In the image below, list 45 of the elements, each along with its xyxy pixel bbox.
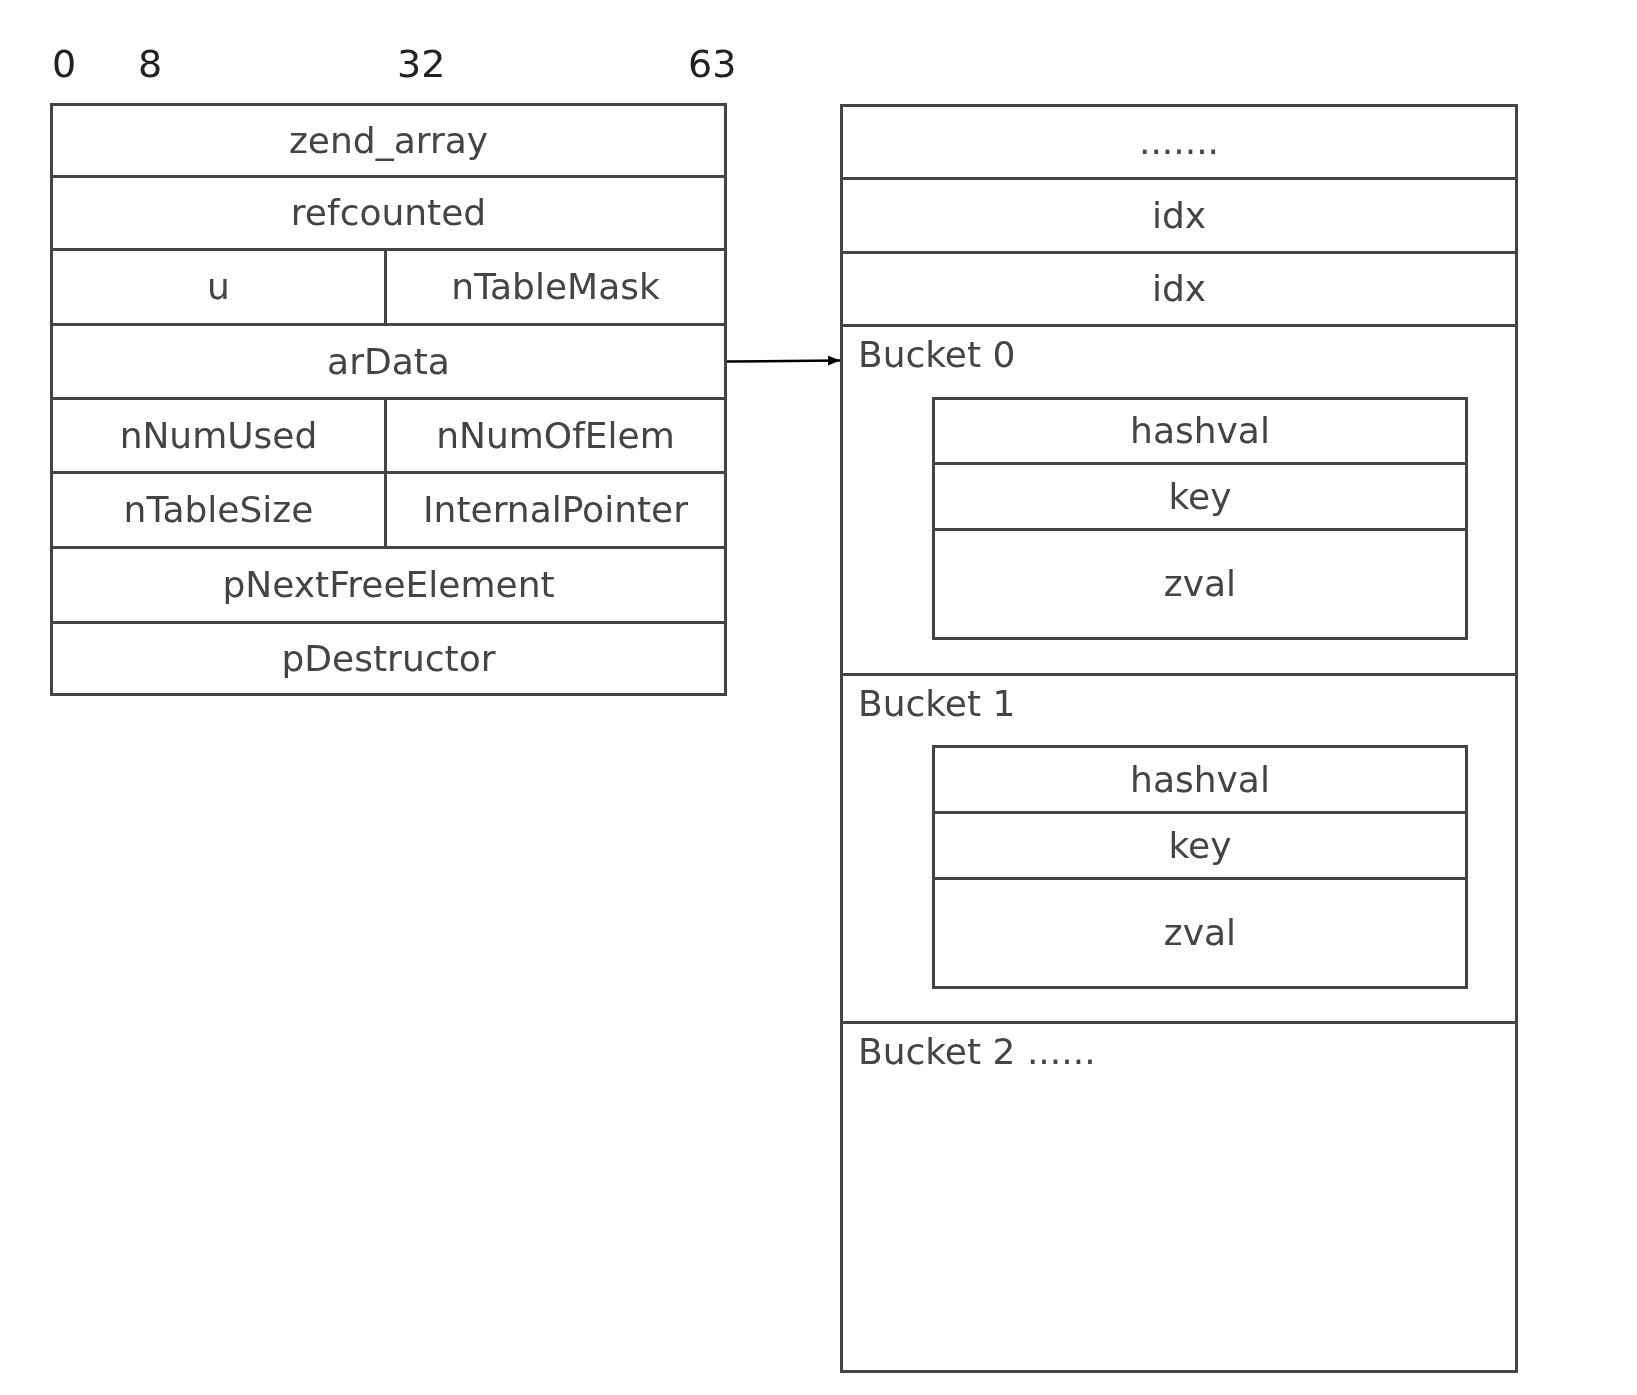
- bucket-heading: Bucket 1: [858, 684, 1016, 724]
- field-cell: [932, 462, 1468, 531]
- bit-offset-label: 32: [397, 42, 446, 86]
- field-name: key: [1167, 825, 1233, 866]
- bucket-heading: Bucket 0: [858, 335, 1016, 375]
- field-name: zval: [1162, 913, 1238, 953]
- field-name: idx: [1150, 269, 1208, 309]
- field-name: nNumUsed: [118, 415, 319, 456]
- bit-offset-label: 63: [688, 42, 737, 86]
- field-name: arData: [326, 341, 451, 382]
- field-name: nTableSize: [122, 490, 315, 530]
- field-cell: [932, 811, 1468, 880]
- field-cell: [840, 251, 1518, 327]
- field-cell: [50, 103, 727, 178]
- bit-offset-label: 8: [138, 42, 163, 86]
- field-name: hashval: [1129, 411, 1271, 451]
- field-name: InternalPointer: [421, 490, 690, 530]
- field-name: refcounted: [289, 193, 488, 233]
- field-name: hashval: [1129, 759, 1271, 800]
- field-cell: [840, 177, 1518, 254]
- field-name: zend_array: [287, 120, 490, 161]
- field-cell: [840, 104, 1518, 180]
- field-cell: [50, 323, 727, 400]
- bucket-box: [840, 324, 1518, 676]
- field-name: zval: [1162, 564, 1238, 604]
- field-cell: [840, 1021, 1518, 1373]
- field-name: idx: [1150, 195, 1208, 236]
- field-cell: [932, 528, 1468, 640]
- field-name: key: [1167, 476, 1233, 517]
- field-name: pDestructor: [280, 638, 497, 679]
- field-cell: [50, 546, 727, 624]
- field-name: nTableMask: [450, 267, 661, 307]
- field-name: u: [206, 267, 231, 307]
- field-cell: [932, 877, 1468, 989]
- field-cell: [932, 745, 1468, 814]
- field-name: pNextFreeElement: [221, 565, 556, 605]
- arrow: [727, 355, 840, 366]
- field-name: .......: [1137, 122, 1221, 162]
- bit-offset-label: 0: [52, 42, 77, 86]
- field-cell: [50, 175, 727, 251]
- field-cell: [50, 621, 727, 696]
- field-name: Bucket 2 ......: [858, 1032, 1096, 1072]
- bucket-box: [840, 673, 1518, 1024]
- field-name: nNumOfElem: [435, 415, 676, 456]
- field-cell: [932, 397, 1468, 465]
